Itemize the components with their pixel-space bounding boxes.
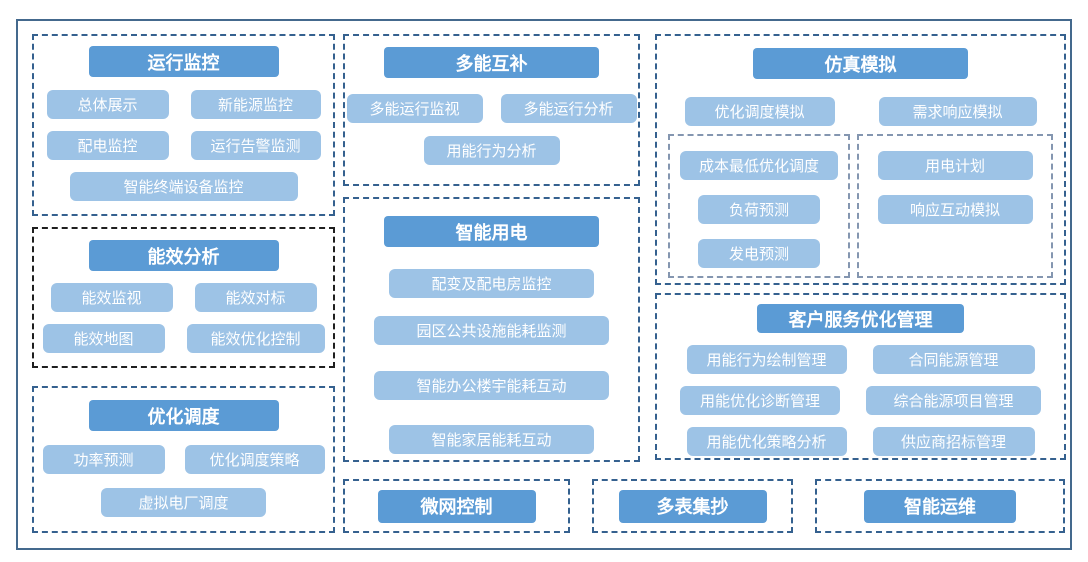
module-efficiency-optimal-control: 能效优化控制 <box>186 324 325 353</box>
panel-microgrid-control: 微网控制 <box>343 479 570 533</box>
panel-optimal-dispatch: 优化调度 功率预测 优化调度策略 虚拟电厂调度 <box>32 386 335 533</box>
panel-header-customer-service: 客户服务优化管理 <box>757 304 964 333</box>
module-energy-behavior-analysis: 用能行为分析 <box>423 136 560 165</box>
module-park-facility-energy-monitoring: 园区公共设施能耗监测 <box>374 316 609 345</box>
panel-header-multi-meter-reading: 多表集抄 <box>618 489 767 523</box>
module-power-forecast: 功率预测 <box>42 445 165 474</box>
module-response-interaction-simulation: 响应互动模拟 <box>877 195 1033 224</box>
module-supplier-bidding-mgmt: 供应商招标管理 <box>872 427 1035 456</box>
module-demand-response-simulation: 需求响应模拟 <box>878 97 1037 126</box>
panel-energy-analysis: 能效分析 能效监视 能效对标 能效地图 能效优化控制 <box>32 227 335 368</box>
module-energy-behavior-profile-mgmt: 用能行为绘制管理 <box>686 345 847 374</box>
module-overall-display: 总体展示 <box>46 90 169 119</box>
module-dispatch-simulation: 优化调度模拟 <box>684 97 835 126</box>
panel-header-operation-monitoring: 运行监控 <box>88 46 279 77</box>
module-integrated-energy-project-mgmt: 综合能源项目管理 <box>866 386 1041 415</box>
panel-multi-energy: 多能互补 多能运行监视 多能运行分析 用能行为分析 <box>343 34 640 186</box>
panel-header-energy-analysis: 能效分析 <box>88 240 279 271</box>
panel-operation-monitoring: 运行监控 总体展示 新能源监控 配电监控 运行告警监测 智能终端设备监控 <box>32 34 335 216</box>
panel-customer-service: 客户服务优化管理 用能行为绘制管理 合同能源管理 用能优化诊断管理 综合能源项目… <box>655 293 1066 460</box>
module-virtual-plant-dispatch: 虚拟电厂调度 <box>101 488 266 517</box>
module-new-energy-monitoring: 新能源监控 <box>190 90 321 119</box>
module-distribution-monitoring: 配电监控 <box>46 131 169 160</box>
module-min-cost-dispatch: 成本最低优化调度 <box>680 151 838 180</box>
module-efficiency-benchmarking: 能效对标 <box>194 283 317 312</box>
module-dispatch-strategy: 优化调度策略 <box>184 445 325 474</box>
module-energy-optimization-strategy-analysis: 用能优化策略分析 <box>686 427 847 456</box>
panel-multi-meter-reading: 多表集抄 <box>592 479 793 533</box>
outer-frame <box>16 19 1072 550</box>
module-contract-energy-mgmt: 合同能源管理 <box>872 345 1035 374</box>
module-smart-terminal-monitoring: 智能终端设备监控 <box>69 172 298 201</box>
module-transformer-room-monitoring: 配变及配电房监控 <box>389 269 594 298</box>
module-efficiency-map: 能效地图 <box>42 324 165 353</box>
panel-simulation: 仿真模拟 优化调度模拟 需求响应模拟 成本最低优化调度 负荷预测 发电预测 用电… <box>655 34 1066 285</box>
module-generation-forecast: 发电预测 <box>698 239 820 268</box>
panel-header-simulation: 仿真模拟 <box>753 48 968 79</box>
panel-header-multi-energy: 多能互补 <box>384 47 599 78</box>
panel-smart-om: 智能运维 <box>815 479 1065 533</box>
module-smart-home-energy-interaction: 智能家居能耗互动 <box>389 425 594 454</box>
module-multi-energy-monitoring: 多能运行监视 <box>346 94 483 123</box>
panel-smart-power: 智能用电 配变及配电房监控 园区公共设施能耗监测 智能办公楼宇能耗互动 智能家居… <box>343 197 640 462</box>
subpanel-power-plan: 用电计划 响应互动模拟 <box>857 134 1053 278</box>
module-energy-optimization-diagnosis-mgmt: 用能优化诊断管理 <box>680 386 840 415</box>
panel-header-microgrid-control: 微网控制 <box>377 489 536 523</box>
panel-header-optimal-dispatch: 优化调度 <box>88 400 279 431</box>
module-load-forecast: 负荷预测 <box>698 195 820 224</box>
panel-header-smart-om: 智能运维 <box>864 489 1016 523</box>
module-office-building-energy-interaction: 智能办公楼宇能耗互动 <box>374 371 609 400</box>
subpanel-cost-optimal-dispatch: 成本最低优化调度 负荷预测 发电预测 <box>668 134 850 278</box>
panel-header-smart-power: 智能用电 <box>384 216 599 247</box>
module-efficiency-monitoring: 能效监视 <box>50 283 173 312</box>
module-multi-energy-analysis: 多能运行分析 <box>500 94 637 123</box>
module-power-plan: 用电计划 <box>877 151 1033 180</box>
module-alarm-monitoring: 运行告警监测 <box>190 131 321 160</box>
